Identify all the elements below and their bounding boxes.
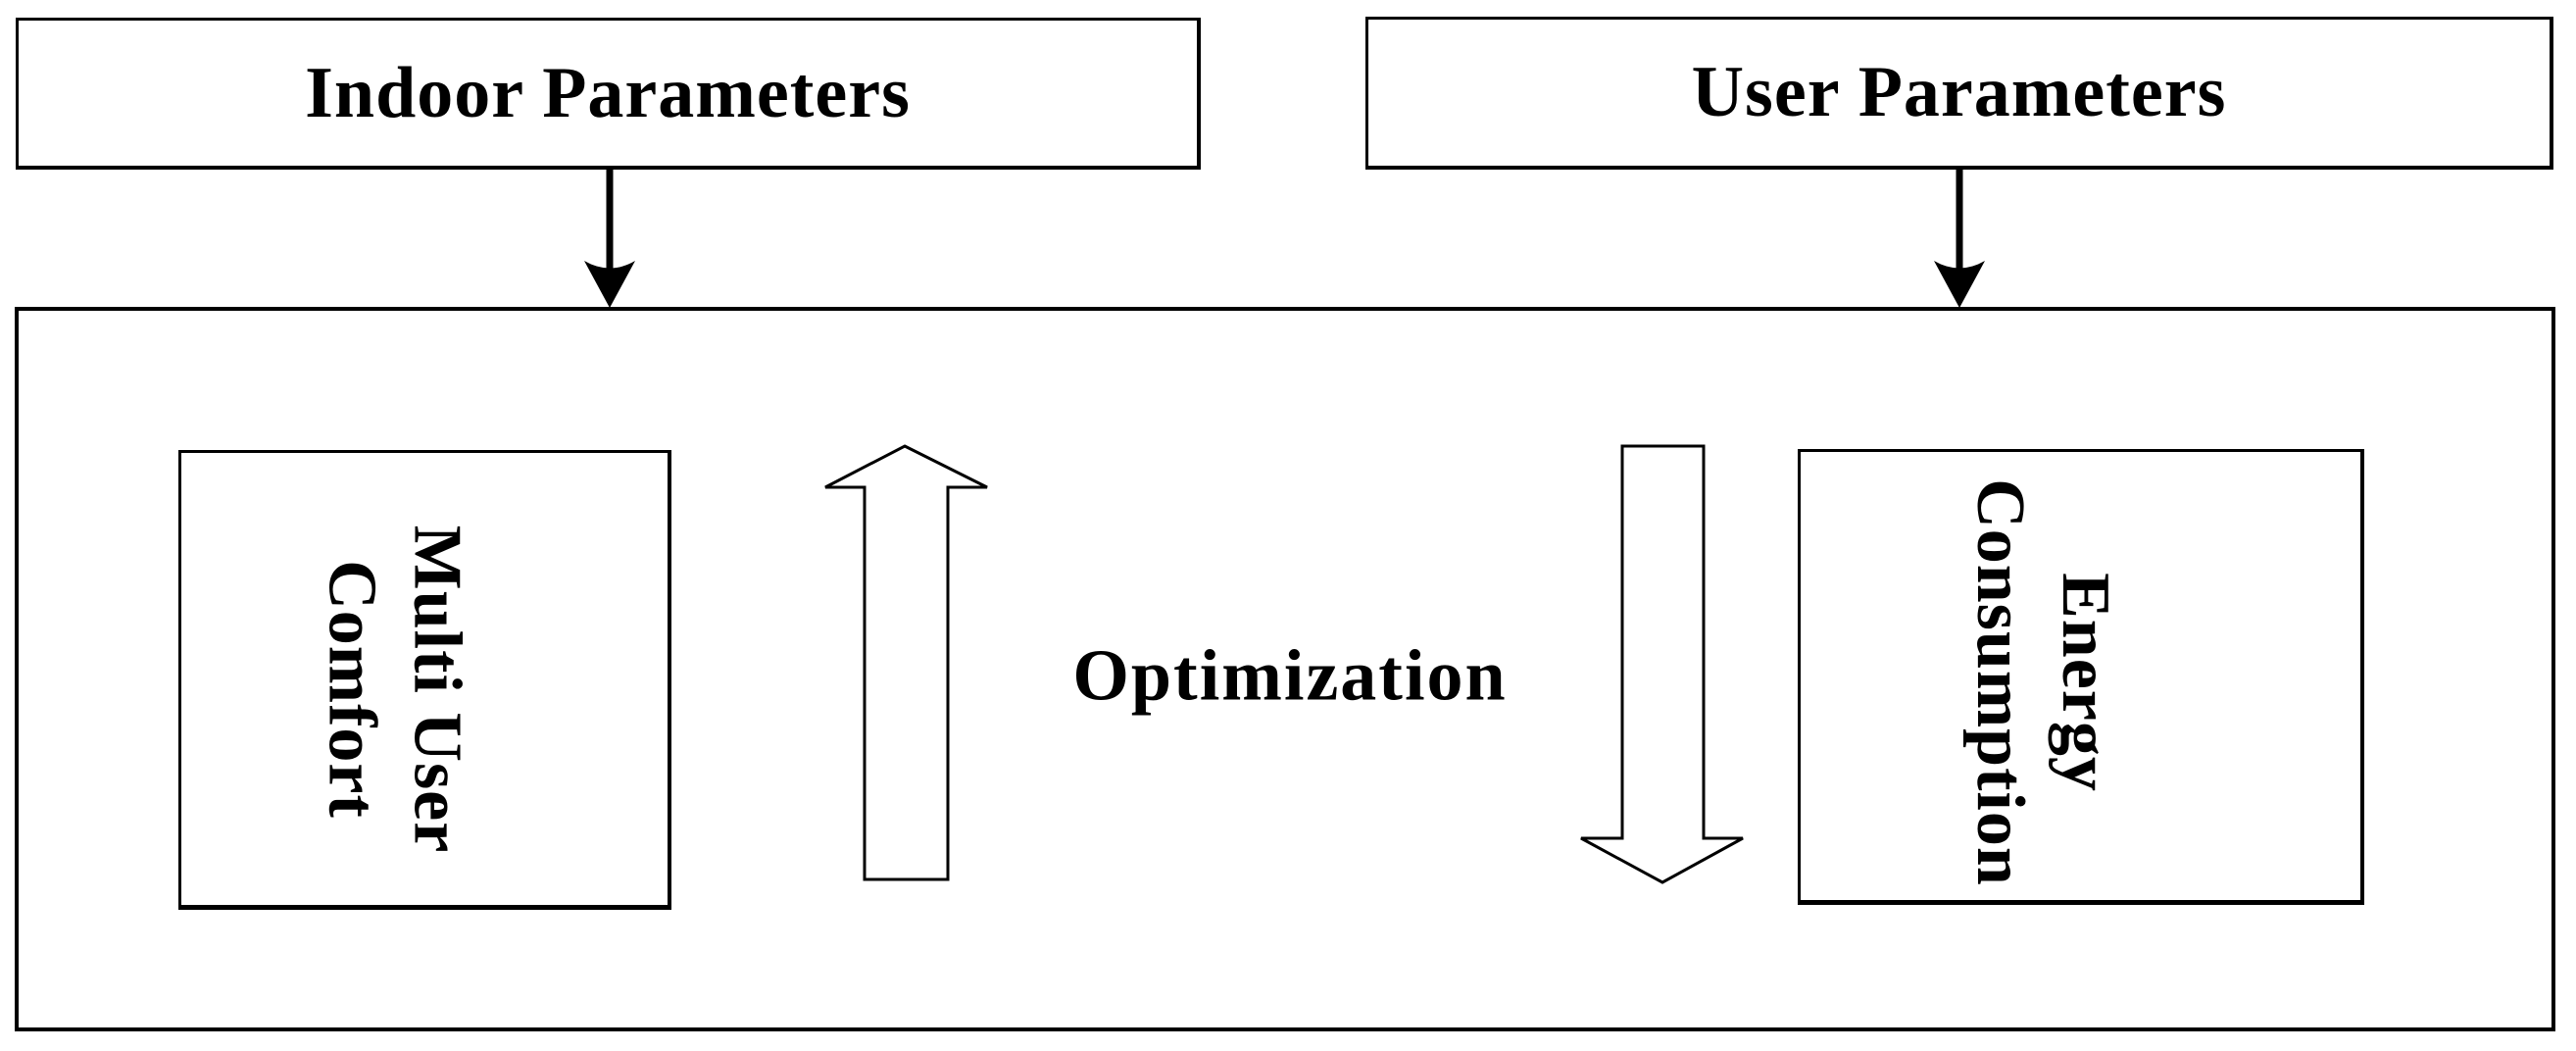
user-to-container-arrow-icon bbox=[1934, 170, 1985, 308]
indoor-to-container-arrow-icon bbox=[584, 168, 635, 308]
block-arrow-down-icon bbox=[1580, 444, 1744, 884]
block-arrow-up-icon bbox=[824, 444, 988, 881]
user-parameters-box: User Parameters bbox=[1365, 17, 2553, 170]
arrow-head bbox=[584, 261, 635, 308]
multi-user-comfort-box: Multi User Comfort bbox=[178, 450, 671, 910]
arrow-head bbox=[1934, 261, 1985, 308]
indoor-parameters-label: Indoor Parameters bbox=[305, 52, 911, 133]
optimization-container-box bbox=[15, 307, 2555, 1031]
optimization-label: Optimization bbox=[1072, 635, 1508, 717]
indoor-parameters-box: Indoor Parameters bbox=[16, 18, 1201, 170]
energy-consumption-box: Energy Consumption bbox=[1798, 449, 2364, 905]
user-parameters-label: User Parameters bbox=[1691, 52, 2227, 132]
